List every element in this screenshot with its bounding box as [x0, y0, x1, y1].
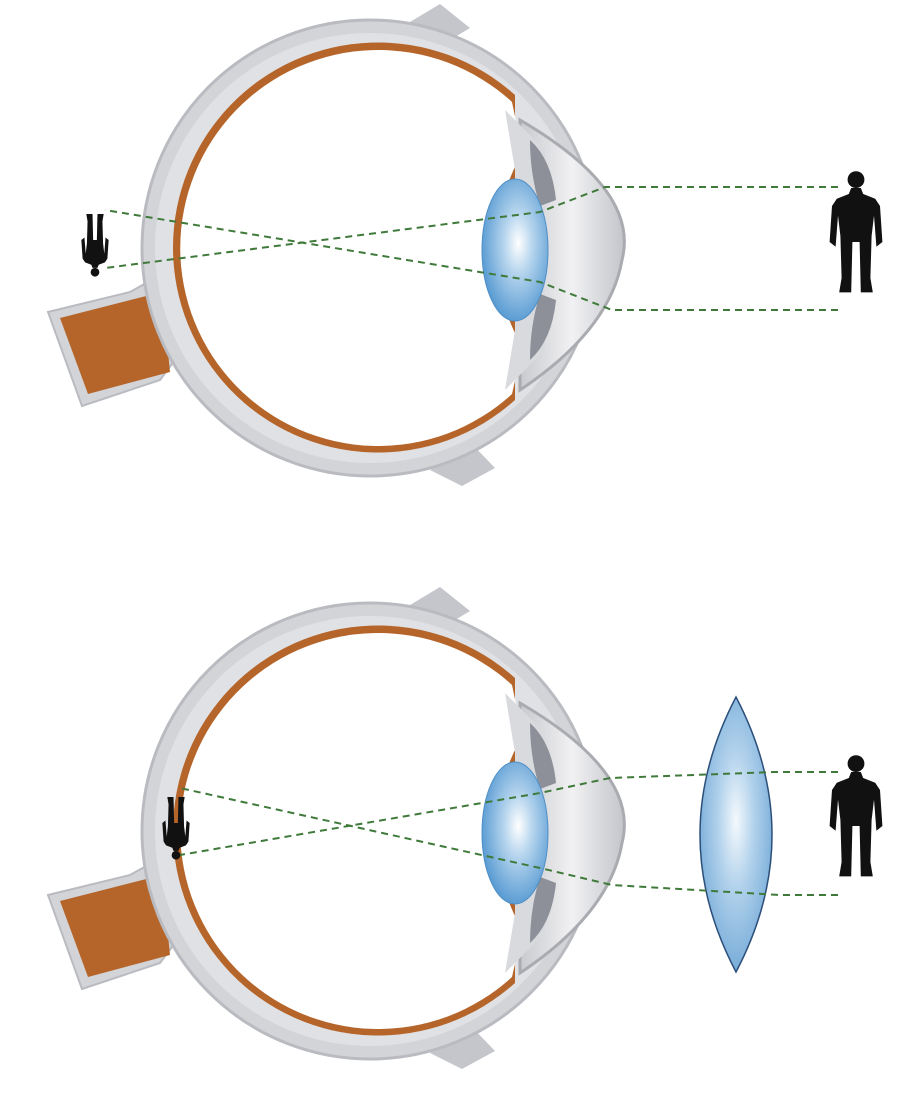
light-rays-top	[104, 186, 838, 311]
inverted-image-person-top	[81, 213, 109, 277]
uncorrected-eye-panel	[46, 2, 883, 488]
object-person-top	[829, 171, 883, 293]
light-rays-bottom	[179, 771, 838, 896]
object-person-bottom	[829, 755, 883, 877]
corrective-convex-lens	[699, 695, 773, 974]
corrected-eye-panel	[46, 585, 883, 1071]
eyeball-top	[46, 2, 626, 488]
